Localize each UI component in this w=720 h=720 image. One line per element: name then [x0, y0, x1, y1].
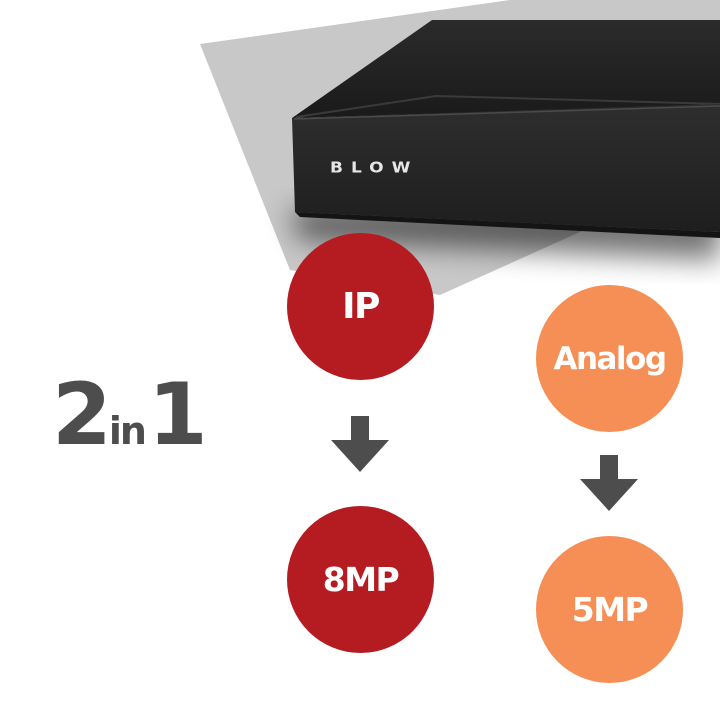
ip-resolution-circle: 8MP	[287, 506, 434, 653]
tagline-word: in	[108, 409, 147, 453]
analog-resolution-label: 5MP	[571, 590, 649, 629]
ip-label: IP	[342, 286, 380, 327]
ip-resolution-label: 8MP	[322, 560, 400, 599]
ip-circle: IP	[287, 233, 434, 380]
analog-label: Analog	[553, 340, 667, 377]
tagline-number-right: 1	[147, 365, 208, 465]
analog-circle: Analog	[536, 285, 683, 432]
arrow-down-icon	[580, 455, 638, 511]
device-brand-logo: BLOW	[330, 159, 419, 177]
device-top	[292, 20, 720, 118]
analog-resolution-circle: 5MP	[536, 536, 683, 683]
tagline-number-left: 2	[52, 365, 112, 465]
device-front	[292, 104, 720, 232]
arrow-down-icon	[331, 416, 389, 472]
two-in-one-label: 2in1	[52, 372, 208, 458]
